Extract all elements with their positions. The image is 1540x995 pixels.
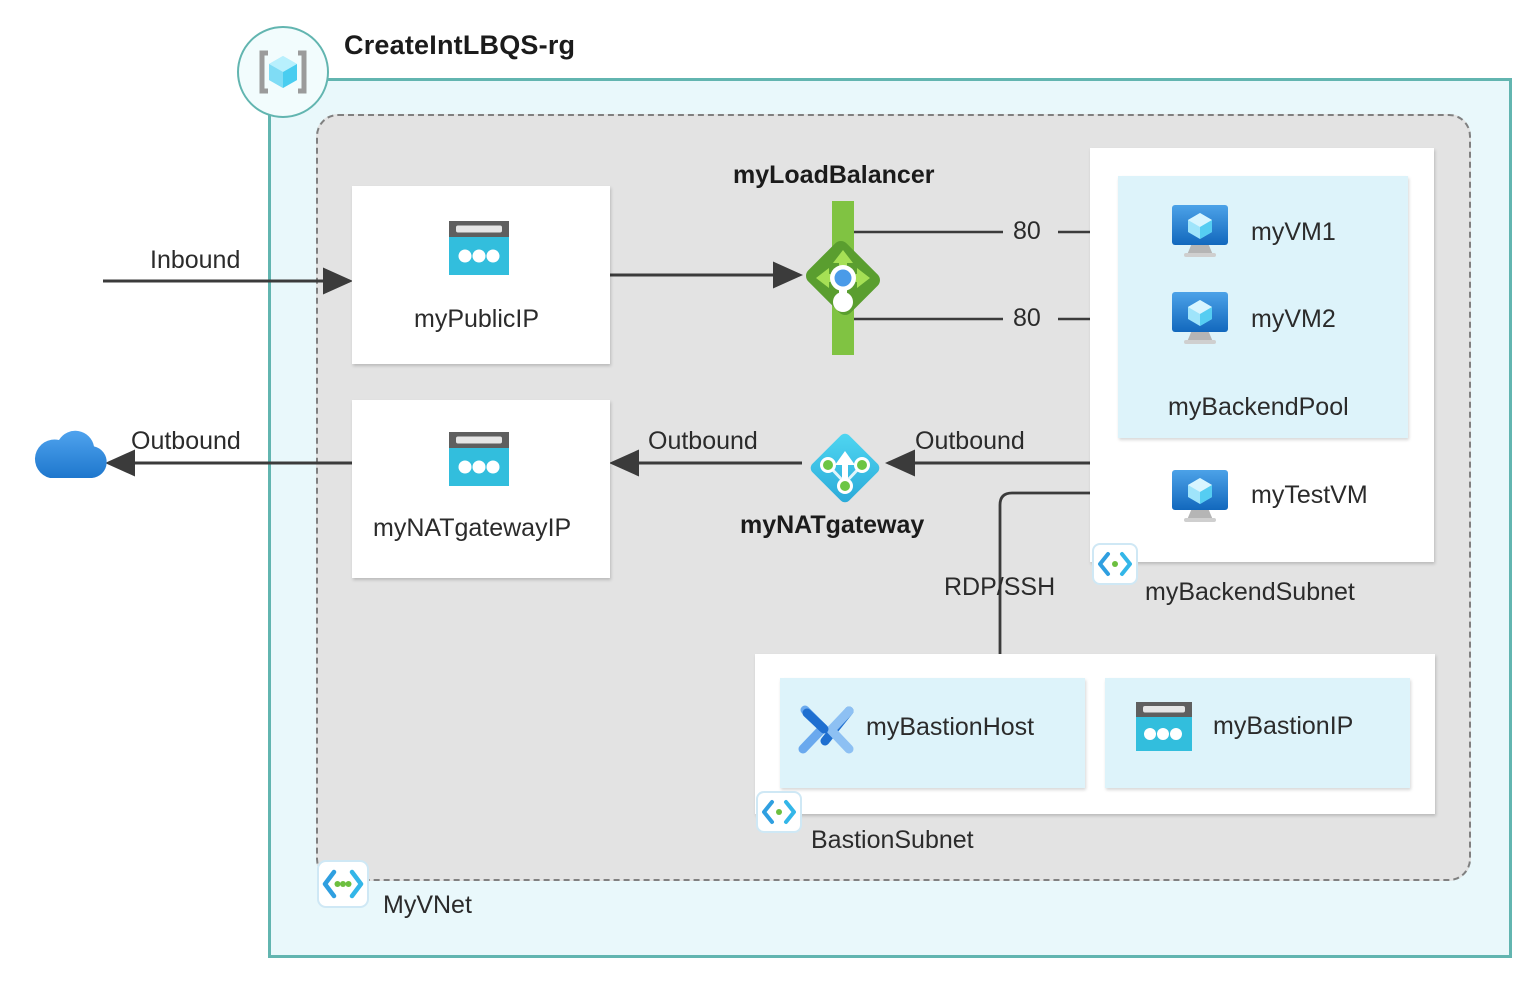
- public-ip-icon: [1132, 700, 1196, 756]
- nat-gateway-ip-label: myNATgatewayIP: [373, 514, 572, 542]
- load-balancer-label: myLoadBalancer: [733, 161, 935, 189]
- edge-label-rdp-ssh: RDP/SSH: [944, 573, 1056, 601]
- public-ip-label: myPublicIP: [414, 305, 540, 333]
- virtual-machine-icon[interactable]: [1170, 468, 1230, 526]
- nat-gateway-icon[interactable]: [802, 425, 888, 511]
- bastion-ip-label: myBastionIP: [1213, 712, 1354, 740]
- backend-pool-container: [1118, 176, 1408, 438]
- bastion-subnet-label: BastionSubnet: [811, 826, 974, 854]
- edge-label-inbound: Inbound: [150, 246, 241, 274]
- public-ip-icon: [443, 219, 515, 281]
- backend-pool-label: myBackendPool: [1168, 393, 1349, 421]
- vnet-icon: [317, 860, 369, 908]
- virtual-machine-icon[interactable]: [1170, 290, 1230, 348]
- bastion-host-label: myBastionHost: [866, 713, 1035, 741]
- bastion-icon: [793, 697, 861, 763]
- nat-gateway-ip-card[interactable]: [352, 400, 610, 578]
- edge-label-port-vm1: 80: [1013, 217, 1041, 245]
- edge-label-outbound-natip: Outbound: [648, 427, 758, 455]
- subnet-icon: [1092, 543, 1138, 585]
- public-ip-icon: [443, 430, 515, 492]
- edge-label-port-vm2: 80: [1013, 304, 1041, 332]
- vnet-label: MyVNet: [383, 891, 472, 919]
- vm1-label: myVM1: [1251, 218, 1336, 246]
- test-vm-label: myTestVM: [1251, 481, 1368, 509]
- load-balancer-icon[interactable]: [798, 198, 888, 358]
- resource-group-title: CreateIntLBQS-rg: [344, 30, 576, 60]
- virtual-machine-icon[interactable]: [1170, 203, 1230, 261]
- edge-label-outbound-internet: Outbound: [131, 427, 241, 455]
- edge-label-outbound-subnet: Outbound: [915, 427, 1025, 455]
- vm2-label: myVM2: [1251, 305, 1336, 333]
- backend-subnet-label: myBackendSubnet: [1145, 578, 1355, 606]
- subnet-icon: [756, 791, 802, 833]
- resource-group-icon: [237, 26, 329, 118]
- cloud-icon: [32, 424, 112, 486]
- nat-gateway-label: myNATgateway: [740, 511, 925, 539]
